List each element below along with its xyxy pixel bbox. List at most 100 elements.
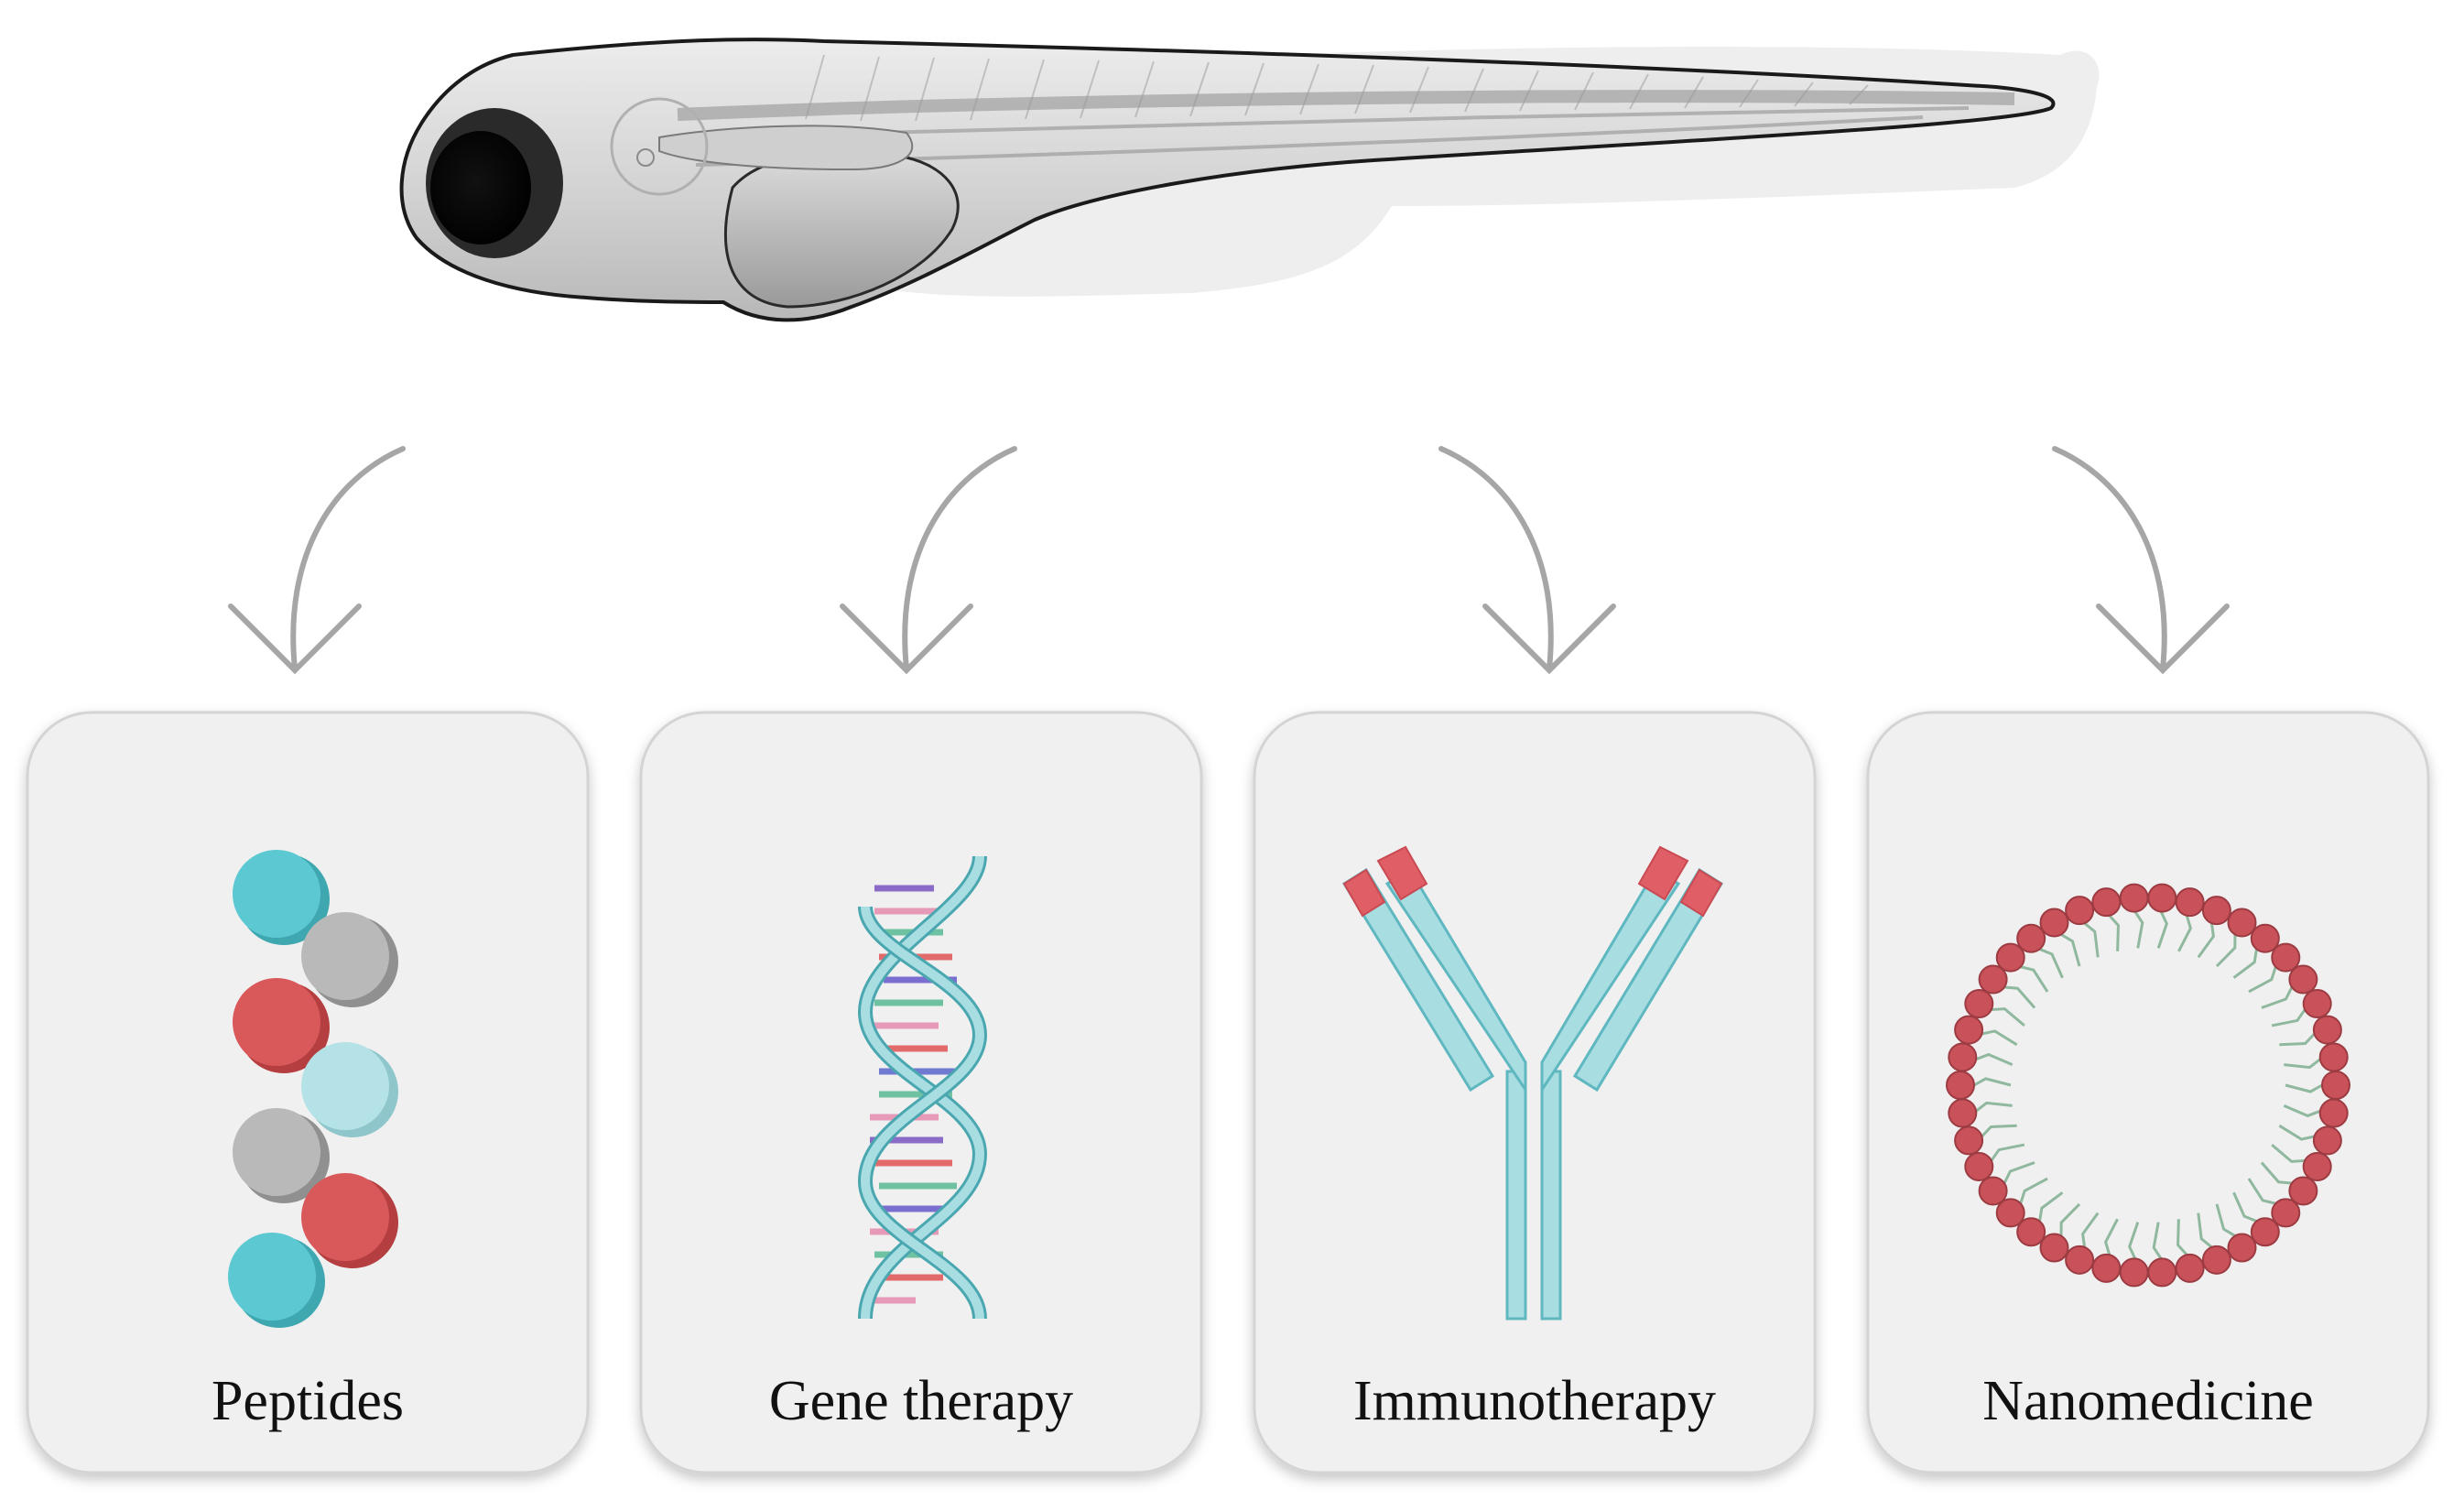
arrow-to-immunotherapy	[1438, 446, 1616, 675]
lipid-tail	[1975, 1052, 2014, 1067]
card-label-immunotherapy: Immunotherapy	[1353, 1370, 1716, 1432]
lipid-head	[2119, 1257, 2149, 1288]
lipid-head	[2147, 1257, 2177, 1288]
zebrafish-larva-icon	[399, 38, 2100, 322]
lipid-head	[2016, 1217, 2046, 1247]
lipid-tail	[2019, 1177, 2048, 1204]
lipid-tail	[2271, 1143, 2306, 1163]
lipid-tail	[2108, 914, 2120, 951]
lipid-head	[1964, 989, 1994, 1019]
lipid-tail	[2003, 1161, 2035, 1184]
card-label-peptides: Peptides	[212, 1370, 404, 1432]
lipid-tail	[2260, 1161, 2293, 1185]
lipid-tail	[2059, 1202, 2081, 1236]
lipid-tail	[2177, 915, 2192, 952]
lipid-head	[1964, 1151, 1994, 1181]
lipid-tail	[2081, 1212, 2100, 1248]
lipid-head	[1995, 1198, 2025, 1228]
lipid-tail	[1991, 1007, 2025, 1027]
arrow-to-nanomedicine	[2052, 446, 2230, 675]
lipid-head	[2302, 989, 2332, 1019]
lipid-head	[1954, 1015, 1984, 1045]
lipid-head	[2288, 1176, 2318, 1206]
lipid-head	[1954, 1125, 1984, 1156]
lipid-tail	[1973, 1077, 2012, 1087]
lipid-head	[2271, 942, 2301, 973]
lipid-tail	[2278, 1124, 2315, 1141]
card-label-gene-therapy: Gene therapy	[769, 1370, 1073, 1432]
peptide-beads-icon	[228, 850, 398, 1328]
lipid-head	[2321, 1071, 2350, 1100]
lipid-tail	[2285, 1083, 2323, 1093]
lipid-head	[1948, 1042, 1978, 1072]
lipid-head	[1978, 964, 2008, 995]
card-immunotherapy	[1253, 711, 1817, 1474]
lipid-tail	[2128, 1222, 2140, 1260]
lipid-tail	[2284, 1058, 2321, 1070]
lipid-head	[2147, 883, 2177, 913]
lipid-head	[2016, 923, 2046, 953]
lipid-tail	[2232, 1191, 2258, 1223]
lipid-tail	[2038, 1191, 2064, 1222]
lipid-tail	[2038, 948, 2064, 979]
lipid-head	[2271, 1198, 2301, 1228]
lipid-tail	[2279, 1032, 2316, 1047]
lipid-tail	[2261, 986, 2294, 1009]
dna-helix-icon	[857, 855, 988, 1320]
lipid-tail	[2232, 949, 2258, 979]
lipid-tail	[2197, 922, 2215, 959]
lipid-head	[2065, 1245, 2095, 1275]
lipid-tail	[2020, 965, 2049, 993]
lipid-tail	[2152, 1222, 2163, 1260]
lipid-tail	[1981, 1124, 2017, 1138]
lipid-head	[2250, 923, 2280, 953]
lipid-tail	[1990, 1143, 2025, 1162]
lipid-tail	[2197, 1212, 2213, 1249]
lipid-head	[2175, 887, 2205, 918]
lipid-head	[2201, 1245, 2231, 1275]
lipid-head	[2318, 1098, 2349, 1128]
lipid-tail	[2083, 921, 2100, 958]
lipid-tail	[2133, 910, 2144, 949]
lipid-tail	[2215, 934, 2237, 968]
lipid-head	[2175, 1253, 2205, 1283]
lipid-head	[2039, 908, 2069, 938]
lipid-tail	[1975, 1101, 2013, 1113]
card-label-nanomedicine: Nanomedicine	[1982, 1370, 2314, 1432]
lipid-tail	[2176, 1219, 2188, 1256]
lipid-head	[2302, 1151, 2332, 1181]
lipid-head	[2250, 1217, 2280, 1247]
lipid-head	[2091, 887, 2122, 918]
lipid-head	[2227, 1233, 2257, 1263]
card-nanomedicine	[1866, 711, 2430, 1474]
lipid-tail	[2283, 1103, 2321, 1118]
lipid-head	[2119, 883, 2149, 913]
lipid-tail	[2271, 1008, 2307, 1027]
lipid-head	[2091, 1253, 2122, 1283]
lipid-tail	[1981, 1029, 2018, 1047]
lipid-tail	[2156, 910, 2168, 949]
lipid-tail	[2215, 1203, 2236, 1237]
lipid-tail	[2248, 966, 2277, 994]
lipid-head	[2288, 964, 2318, 995]
lipid-head	[2039, 1233, 2069, 1263]
lipid-head	[1978, 1176, 2008, 1206]
lipid-head	[2201, 896, 2231, 926]
lipid-head	[1995, 942, 2025, 973]
lipid-tail	[2104, 1218, 2119, 1256]
antibody-icon	[1341, 845, 1724, 1321]
lipid-head	[2312, 1015, 2342, 1045]
lipid-head	[2318, 1042, 2349, 1072]
lipid-head	[2227, 908, 2257, 938]
lipid-head	[2312, 1125, 2342, 1156]
lipid-head	[1946, 1071, 1975, 1100]
arrow-to-gene-therapy	[840, 446, 1017, 675]
lipid-tail	[2247, 1178, 2276, 1205]
lipid-tail	[2003, 985, 2036, 1009]
lipid-head	[2065, 896, 2095, 926]
lipid-head	[1948, 1098, 1978, 1128]
liposome-icon	[1946, 883, 2350, 1288]
arrow-to-peptides	[228, 446, 406, 675]
lipid-tail	[2060, 933, 2081, 967]
